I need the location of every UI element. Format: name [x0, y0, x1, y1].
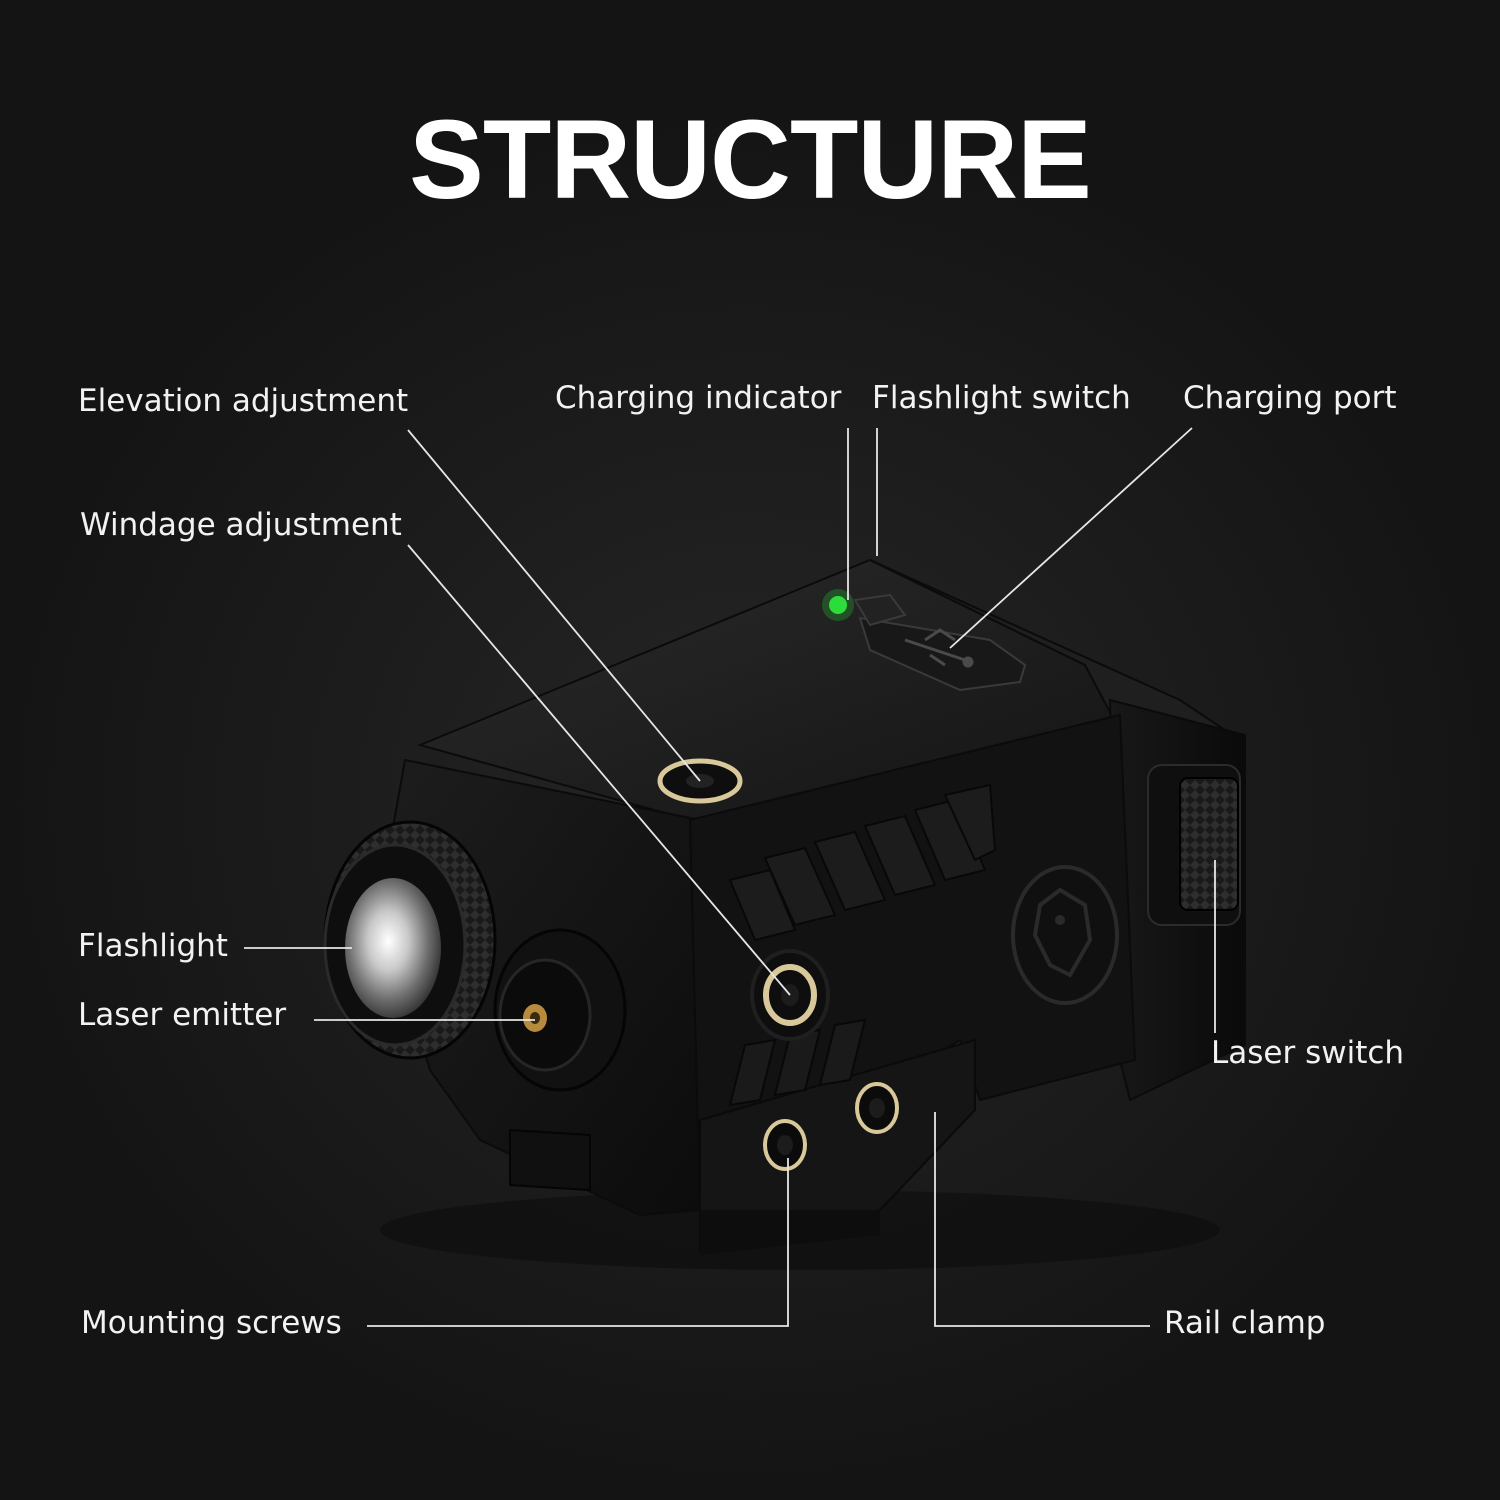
page-title: STRUCTURE — [409, 97, 1092, 222]
laser-emitter-head — [493, 928, 627, 1092]
charging-port-cover — [853, 593, 1027, 692]
label-elevation-adjustment: Elevation adjustment — [78, 383, 409, 419]
charging-indicator-led — [829, 596, 847, 614]
leader-rail-clamp — [934, 1112, 1150, 1327]
label-charging-port: Charging port — [1183, 380, 1397, 416]
leader-elevation — [407, 429, 701, 782]
wolf-emblem-icon — [1011, 865, 1119, 1005]
laser-switch-button-graphic — [1147, 764, 1241, 926]
leader-windage — [407, 544, 791, 996]
label-windage-adjustment: Windage adjustment — [80, 507, 402, 543]
flashlight-head — [323, 820, 497, 1060]
label-rail-clamp: Rail clamp — [1164, 1305, 1326, 1341]
label-flashlight-switch: Flashlight switch — [872, 380, 1131, 416]
leader-lines — [244, 427, 1216, 1327]
label-laser-switch: Laser switch — [1211, 1035, 1405, 1071]
device-body — [323, 558, 1246, 1270]
usb-icon — [904, 628, 974, 668]
label-flashlight: Flashlight — [78, 928, 228, 964]
label-charging-indicator: Charging indicator — [555, 380, 842, 416]
label-laser-emitter: Laser emitter — [78, 997, 287, 1033]
leader-charging-port — [949, 427, 1193, 649]
mounting-screws-graphic — [763, 1082, 899, 1171]
leader-mounting-screws — [367, 1158, 789, 1327]
label-mounting-screws: Mounting screws — [81, 1305, 342, 1341]
